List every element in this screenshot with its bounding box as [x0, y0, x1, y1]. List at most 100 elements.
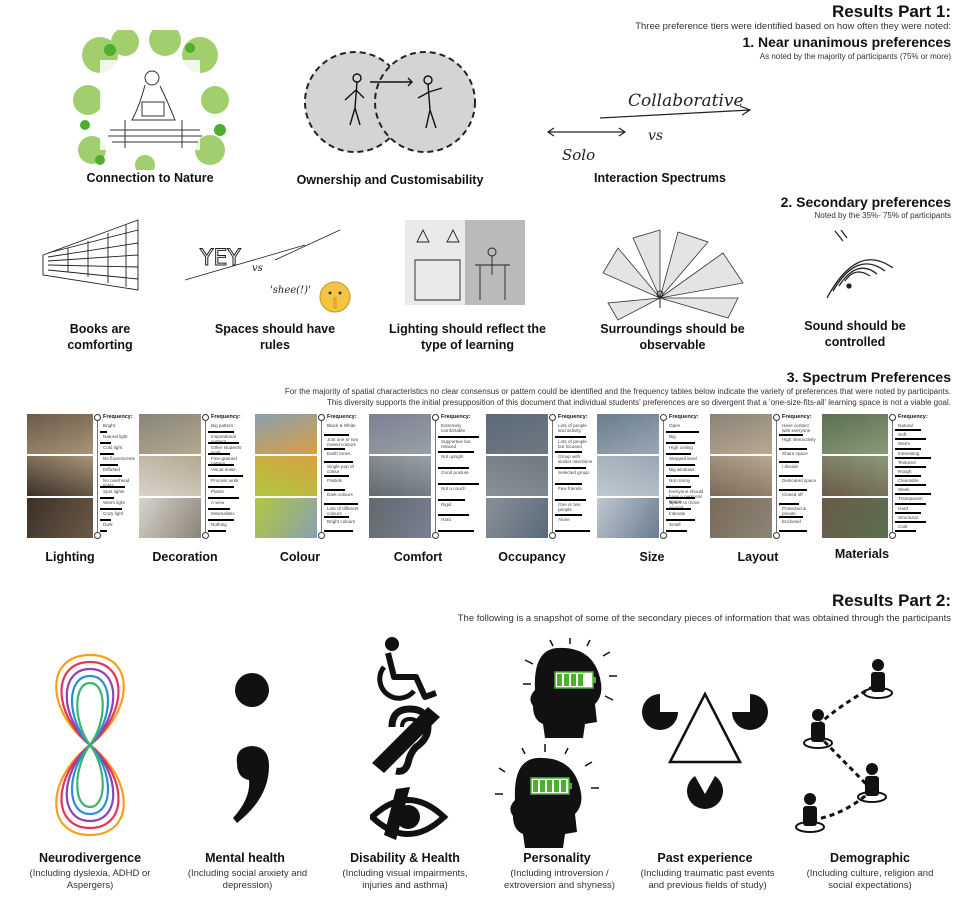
frequency-top-dot: [202, 414, 209, 421]
frequency-bar: [779, 516, 803, 519]
frequency-bar: [324, 433, 349, 436]
tier2-label-books: Books are comforting: [40, 321, 160, 353]
frequency-bar: [895, 475, 921, 477]
frequency-bar: [895, 465, 926, 468]
frequency-bar: [324, 530, 353, 532]
frequency-item: Big windows: [669, 467, 695, 472]
frequency-item: Closed off: [782, 491, 803, 497]
personality-desc: (Including introversion / extroversion a…: [482, 868, 637, 892]
past-experience-desc: (Including traumatic past events and pre…: [630, 868, 785, 892]
frequency-bar: [895, 438, 926, 441]
frequency-item: Supportive but relaxed: [441, 438, 471, 449]
tier3-note2: This diversity supports the initial pres…: [326, 398, 951, 407]
frequency-bar: [100, 475, 122, 477]
frequency-bar: [666, 508, 691, 510]
neurodivergence-desc1: (Including dyslexia, ADHD or: [29, 868, 151, 879]
frequency-axis-line: [434, 417, 436, 535]
lamps-room-sketch: [405, 220, 525, 305]
tier1-title: 1. Near unanimous preferences: [742, 34, 951, 50]
frequency-item: No overhead lights: [103, 478, 130, 488]
sketch-vs2-text: vs: [252, 263, 263, 274]
photo-collage-colour: [255, 414, 317, 538]
disability-desc1: (Including visual impairments,: [342, 868, 468, 879]
frequency-top-dot: [889, 414, 896, 421]
frequency-item: Inspirational content: [211, 434, 236, 444]
frequency-item: Good posture: [441, 470, 469, 476]
frequency-bar: [666, 497, 695, 499]
personality-label: Personality: [523, 851, 591, 865]
frequency-top-dot: [94, 414, 101, 421]
frequency-bar: [779, 502, 799, 505]
frequency-item: Soft: [898, 432, 907, 438]
visually-impaired-icon: [370, 787, 449, 840]
frequency-bar: [895, 530, 916, 532]
frequency-bottom-dot: [94, 532, 101, 539]
frequency-bar: [100, 530, 107, 532]
frequency-item: Natural: [898, 423, 913, 428]
frequency-bar: [779, 475, 803, 477]
frequency-axis-line: [775, 417, 777, 535]
frequency-bar: [438, 482, 479, 485]
frequency-bar: [555, 530, 590, 532]
frequency-top-dot: [773, 414, 780, 421]
category-label-comfort: Comfort: [393, 550, 443, 564]
frequency-bar: [324, 447, 345, 450]
frequency-item: Earth tones: [327, 450, 351, 456]
frequency-item: Natural light: [103, 434, 128, 439]
frequency-bar: [779, 447, 807, 450]
mental-health-desc2: depression): [222, 880, 273, 891]
neurodivergence-desc2: Aspergers): [66, 880, 114, 891]
frequency-bar: [895, 511, 921, 514]
frequency-item: Not roomy: [669, 478, 691, 483]
frequency-heading: Frequency:: [782, 414, 812, 420]
frequency-heading: Frequency:: [327, 414, 357, 420]
frequency-bar: [779, 530, 807, 532]
part2-title: Results Part 2:: [831, 591, 951, 610]
frequency-item: Bright colours: [327, 519, 356, 525]
frequency-item: Big pattern: [211, 423, 234, 428]
frequency-bar: [438, 467, 469, 470]
frequency-bar: [666, 442, 695, 444]
frequency-bar: [324, 516, 349, 519]
frequency-bar: [324, 475, 349, 477]
frequency-item: Bright: [103, 423, 116, 428]
head-arrows-out-icon: [495, 744, 599, 848]
frequency-bottom-dot: [660, 532, 667, 539]
frequency-item: Interesting: [898, 450, 920, 456]
frequency-axis-line: [320, 417, 322, 535]
frequency-bar: [208, 486, 234, 488]
frequency-axis-line: [204, 417, 206, 535]
frequency-bar: [666, 486, 691, 488]
frequency-bar: [555, 498, 586, 501]
tier2-lighting-line2: type of learning: [420, 338, 515, 352]
frequency-bar: [895, 429, 921, 432]
part1-subtitle: Three preference tiers were identified b…: [635, 21, 951, 32]
tier1-label-ownership: Ownership and Customisability: [296, 173, 484, 187]
bookshelf-sketch: [42, 219, 139, 291]
demographic-label: Demographic: [830, 851, 910, 865]
infinity-eight-icon: [55, 653, 125, 837]
mental-health-label: Mental health: [205, 851, 285, 865]
wheelchair-icon: [377, 637, 438, 701]
tier2-books-line1: Books are: [69, 322, 131, 336]
frequency-bar: [666, 519, 695, 521]
frequency-item: Lots of people but focused: [558, 438, 587, 449]
frequency-item: Protected & private: [782, 505, 807, 516]
frequency-bar: [555, 482, 582, 485]
frequency-axis-line: [662, 417, 664, 535]
frequency-item: Rigid: [441, 501, 452, 507]
frequency-bar: [208, 453, 230, 455]
frequency-item: Dedicated space: [782, 478, 817, 483]
frequency-bar: [438, 530, 474, 532]
frequency-item: Minimalistic: [211, 511, 235, 516]
sketch-vs-text: vs: [648, 128, 663, 144]
frequency-bar: [100, 464, 118, 466]
mental-health-desc1: (Including social anxiety and: [187, 868, 308, 879]
frequency-bar: [438, 451, 474, 454]
